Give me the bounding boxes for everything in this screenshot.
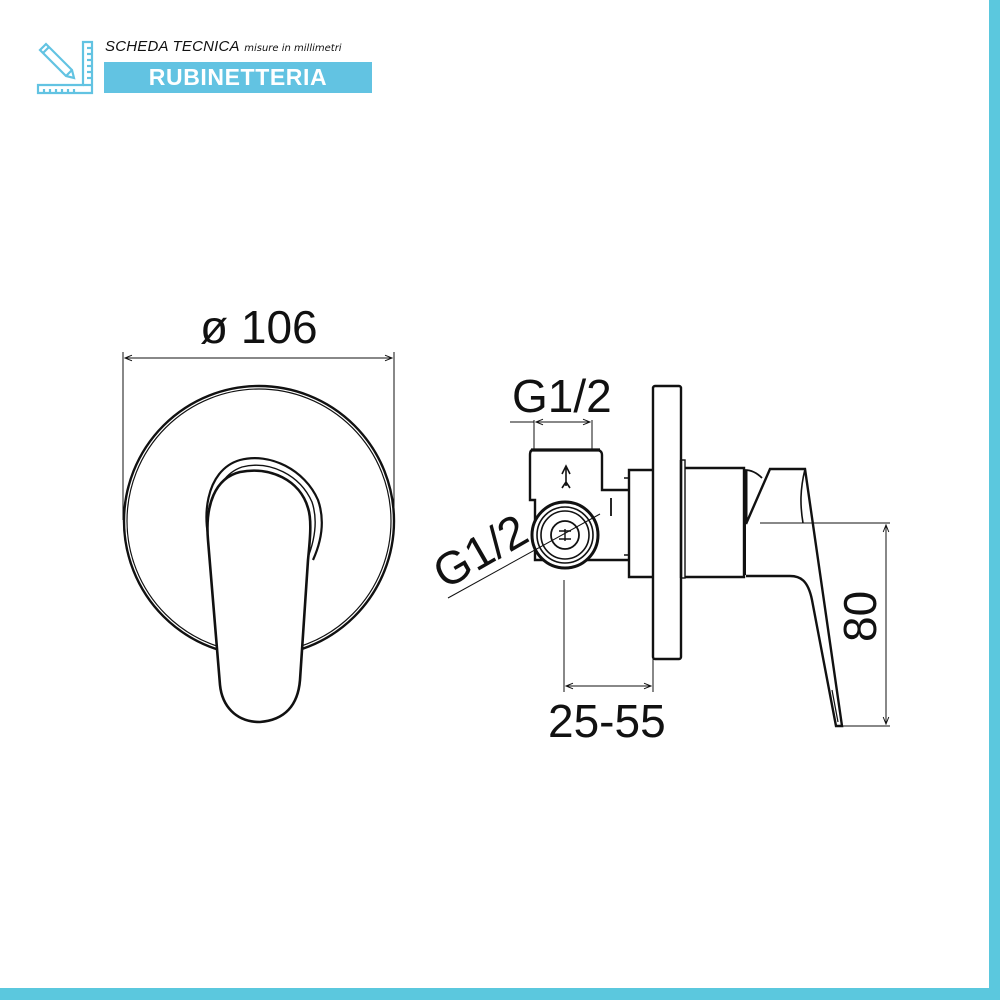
accent-border-right (989, 0, 1000, 1000)
header-line: SCHEDA TECNICA misure in millimetri (105, 38, 342, 56)
category-banner: RUBINETTERIA (104, 62, 372, 93)
diameter-label: ø 106 (200, 301, 318, 353)
accent-border-bottom (0, 988, 1000, 1000)
header-subtitle: misure in millimetri (244, 43, 342, 54)
front-view (122, 352, 396, 724)
top-connection-label: G1/2 (512, 370, 612, 422)
side-connection-label: G1/2 (424, 504, 536, 599)
handle-height-label: 80 (834, 591, 886, 642)
ruler-pencil-icon (36, 40, 94, 95)
depth-label: 25-55 (548, 695, 666, 747)
header-title: SCHEDA TECNICA (105, 38, 240, 55)
side-view (447, 384, 890, 728)
